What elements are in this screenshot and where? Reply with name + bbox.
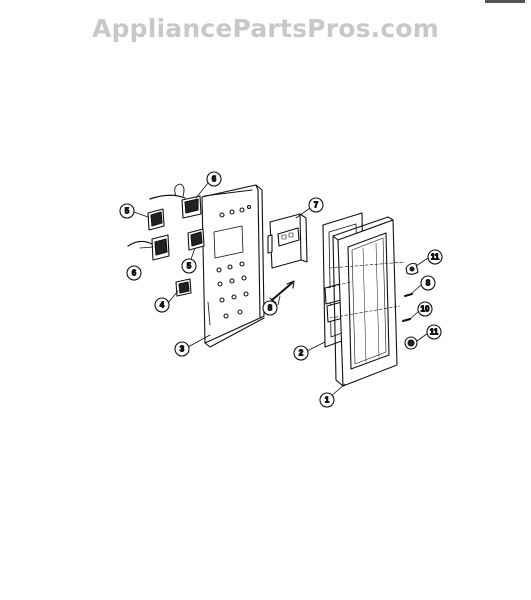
callout-6-lower: 6: [126, 265, 142, 281]
callout-11-top: 11: [427, 249, 443, 265]
hinge-bracket-top-part: [405, 262, 419, 275]
sensor-pin-part: [269, 280, 295, 304]
site-watermark: AppliancePartsPros.com: [91, 14, 440, 43]
callout-3-label: 3: [180, 345, 185, 354]
screw-lower-part: [402, 318, 411, 322]
switch-lower-part: [127, 234, 170, 261]
callout-1: 1: [319, 392, 335, 408]
control-panel-part: [201, 184, 265, 348]
callout-5-right: 5: [181, 258, 197, 274]
callout-6-lower-label: 6: [132, 269, 137, 278]
leader-lines: [133, 182, 429, 398]
callout-8-left-label: 8: [268, 304, 273, 313]
display-module-part: [267, 213, 308, 269]
relay-part: [175, 278, 192, 297]
switch-left-part: [147, 208, 165, 231]
callout-7-label: 7: [314, 201, 319, 210]
callout-6-upper-label: 6: [212, 175, 217, 184]
trim-frame-part: [327, 216, 406, 387]
callout-8-left: 8: [262, 300, 278, 316]
switch-upper-part: [149, 183, 202, 219]
hinge-bracket-bottom-part: [404, 336, 418, 350]
callout-4: 4: [154, 297, 170, 313]
callout-5-left: 5: [119, 203, 135, 219]
callout-8-right: 8: [420, 275, 436, 291]
switch-right-part: [187, 228, 205, 251]
callout-11-bottom: 11: [426, 324, 442, 340]
callout-5-right-label: 5: [187, 262, 192, 271]
callout-2: 2: [293, 345, 309, 361]
callout-10: 10: [417, 301, 433, 317]
corner-mark: [485, 0, 525, 3]
callout-11-top-label: 11: [431, 253, 440, 262]
callout-3: 3: [174, 341, 190, 357]
callout-7: 7: [308, 197, 324, 213]
callout-11-bottom-label: 11: [430, 328, 439, 337]
callout-2-label: 2: [299, 349, 304, 358]
callout-5-left-label: 5: [125, 207, 130, 216]
callout-10-label: 10: [421, 305, 430, 314]
callout-8-right-label: 8: [426, 279, 431, 288]
callout-6-upper: 6: [206, 171, 222, 187]
callout-4-label: 4: [160, 301, 165, 310]
callout-1-label: 1: [325, 396, 330, 405]
